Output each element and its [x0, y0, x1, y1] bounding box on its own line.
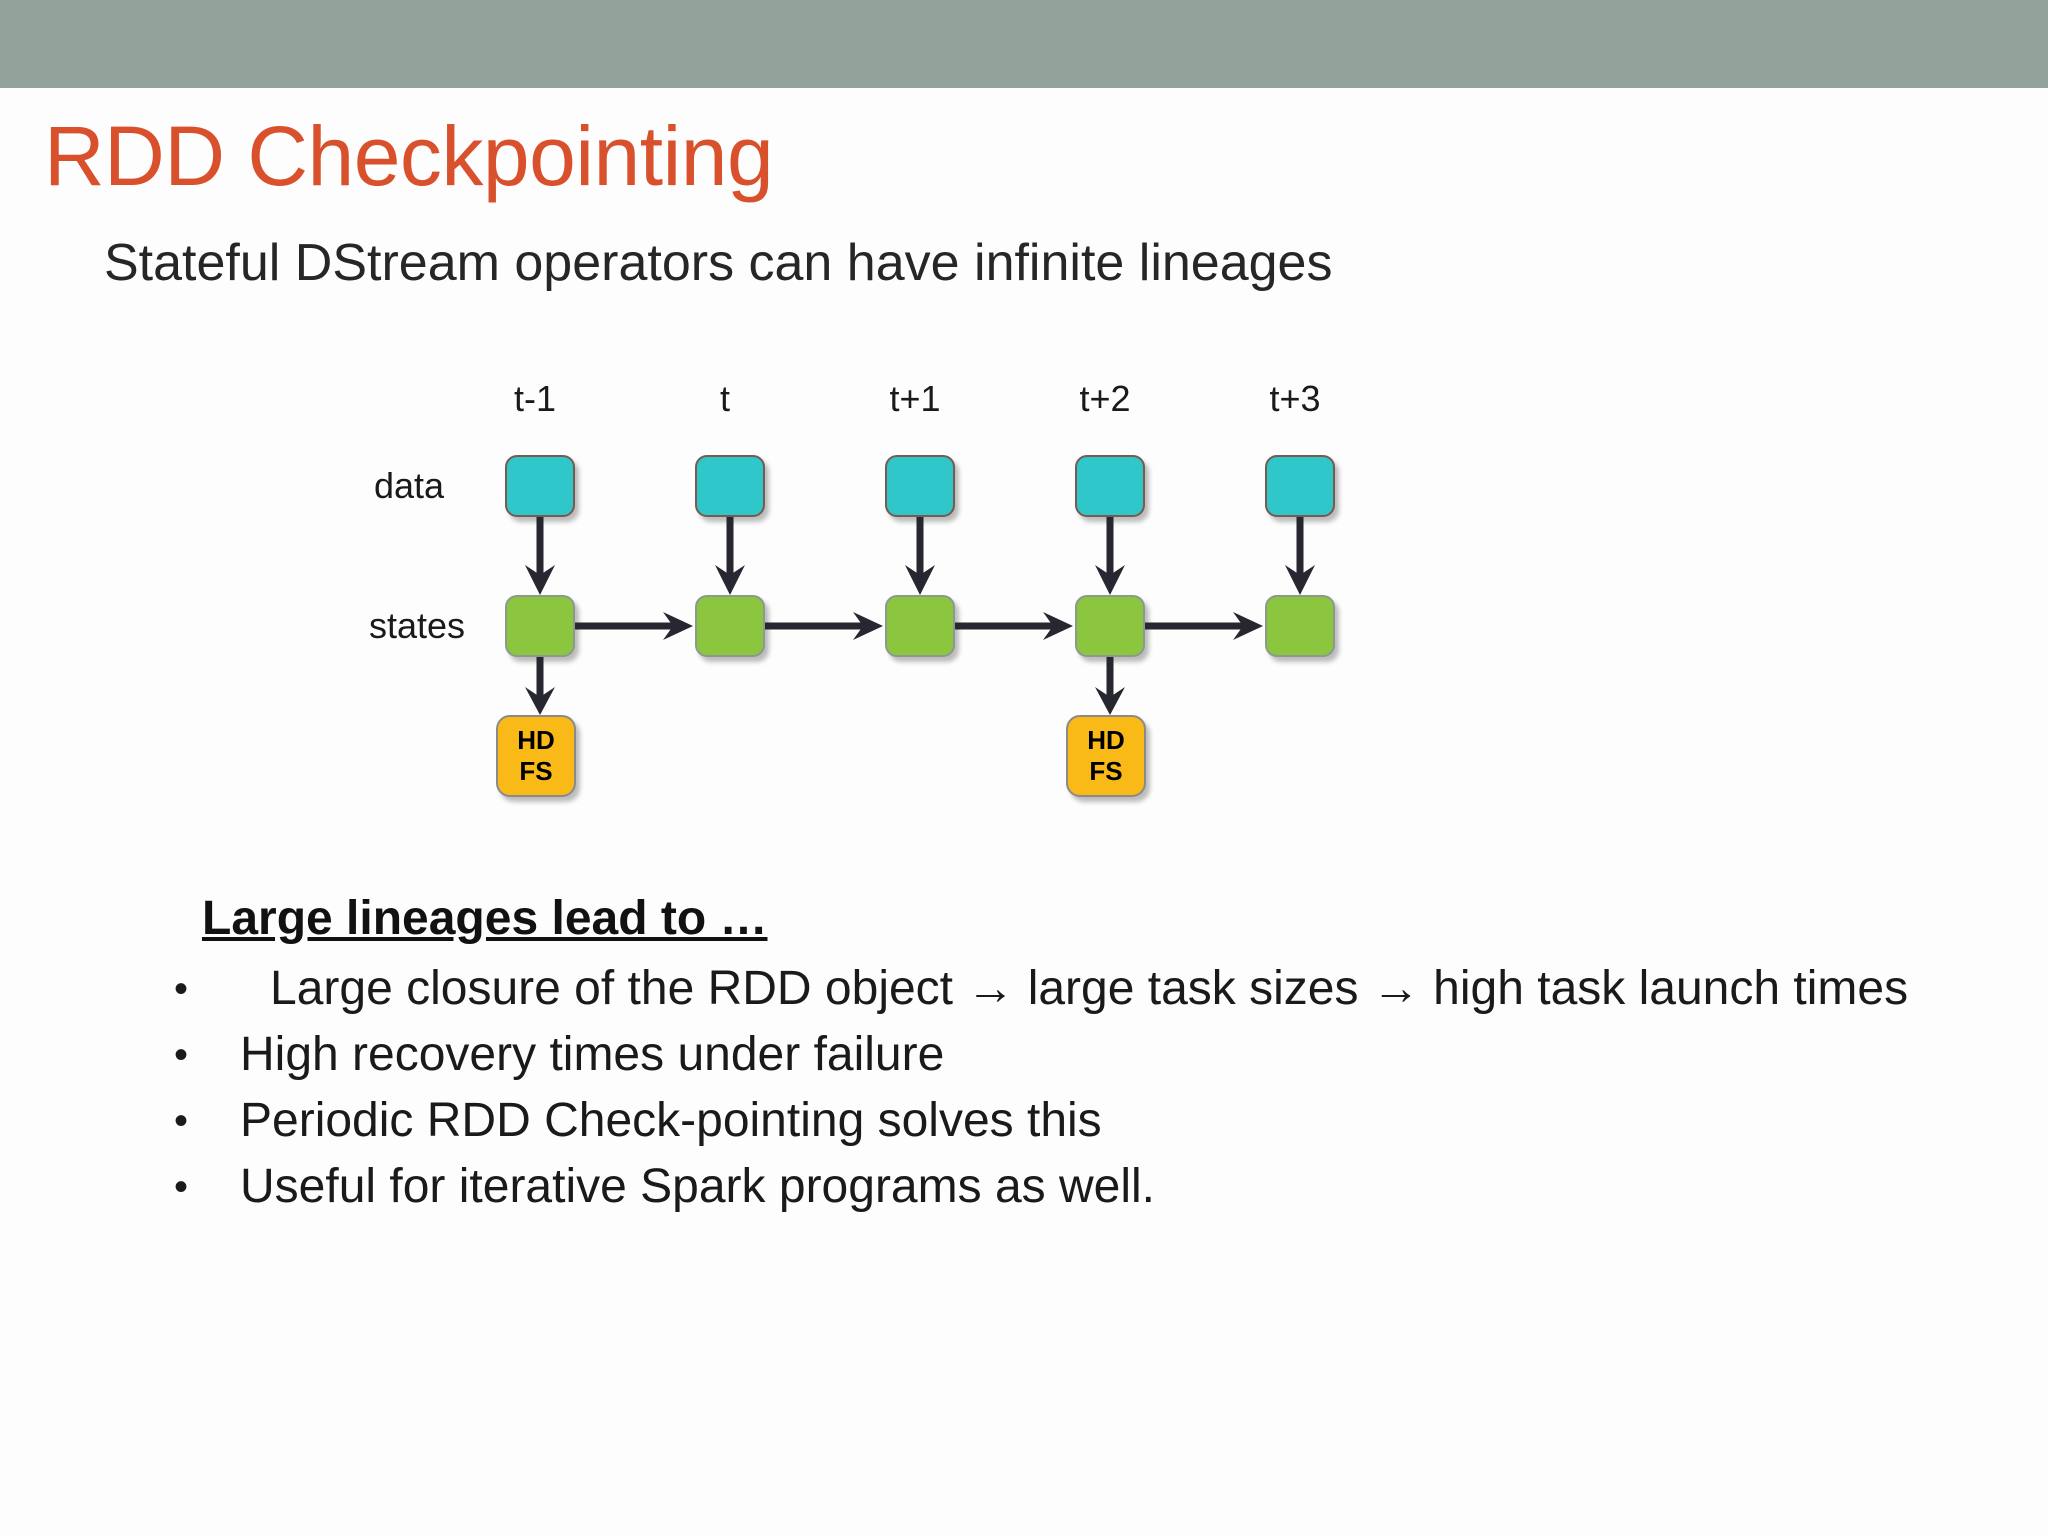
list-item: • Periodic RDD Check-pointing solves thi…	[150, 1090, 1950, 1152]
slide-top-bar	[0, 0, 2048, 88]
data-node-t-minus-1	[505, 455, 575, 517]
slide-subtitle: Stateful DStream operators can have infi…	[104, 234, 1333, 292]
bullet-marker: •	[174, 1165, 189, 1209]
bullet-marker: •	[174, 967, 189, 1011]
row-label-data: data	[374, 465, 445, 506]
arrow-data-to-state-t	[715, 517, 745, 595]
data-node-t-plus-2	[1075, 455, 1145, 517]
data-node-t-plus-1	[885, 455, 955, 517]
hdfs-node-t-minus-1: HDFS	[496, 715, 576, 797]
time-label-t-plus-1: t+1	[889, 378, 941, 419]
state-node-t-plus-1	[885, 595, 955, 657]
time-label-t: t	[719, 378, 730, 419]
arrow-data-to-state-t-plus-3	[1285, 517, 1315, 595]
time-label-t-plus-2: t+2	[1079, 378, 1131, 419]
lineage-diagram: t-1 t t+1 t+2 t+3 data states HDFS HDFS	[0, 378, 2048, 840]
bullet-section: Large lineages lead to … • Large closure…	[150, 890, 1950, 1218]
state-node-t	[695, 595, 765, 657]
hdfs-node-t-plus-2: HDFS	[1066, 715, 1146, 797]
list-item: • Large closure of the RDD object → larg…	[150, 958, 1950, 1020]
data-node-t-plus-3	[1265, 455, 1335, 517]
arrow-state-t-minus-1-to-t	[575, 612, 693, 640]
arrow-state-to-hdfs-t-minus-1	[525, 657, 555, 715]
bullet-marker: •	[174, 1033, 189, 1077]
list-item: • Useful for iterative Spark programs as…	[150, 1156, 1950, 1218]
bullet-list: • Large closure of the RDD object → larg…	[150, 958, 1950, 1218]
arrow-state-to-hdfs-t-plus-2	[1095, 657, 1125, 715]
state-node-t-plus-3	[1265, 595, 1335, 657]
state-node-t-minus-1	[505, 595, 575, 657]
arrow-data-to-state-t-plus-2	[1095, 517, 1125, 595]
time-label-t-minus-1: t-1	[513, 378, 556, 419]
list-item-text: Large closure of the RDD object → large …	[270, 962, 1909, 1015]
arrow-state-t-to-t-plus-1	[765, 612, 883, 640]
data-node-t	[695, 455, 765, 517]
arrow-data-to-state-t-plus-1	[905, 517, 935, 595]
state-node-t-plus-2	[1075, 595, 1145, 657]
list-item-text: Periodic RDD Check-pointing solves this	[240, 1094, 1102, 1147]
page-title: RDD Checkpointing	[44, 109, 774, 203]
arrow-state-t-plus-2-to-t-plus-3	[1145, 612, 1263, 640]
list-item-text: Useful for iterative Spark programs as w…	[240, 1160, 1155, 1213]
list-item-text: High recovery times under failure	[240, 1028, 945, 1081]
row-label-states: states	[369, 605, 466, 646]
list-item: • High recovery times under failure	[150, 1024, 1950, 1086]
bullet-marker: •	[174, 1099, 189, 1143]
arrow-data-to-state-t-minus-1	[525, 517, 555, 595]
bullets-lead-in: Large lineages lead to …	[202, 892, 768, 945]
time-label-t-plus-3: t+3	[1269, 378, 1321, 419]
arrow-state-t-plus-1-to-t-plus-2	[955, 612, 1073, 640]
